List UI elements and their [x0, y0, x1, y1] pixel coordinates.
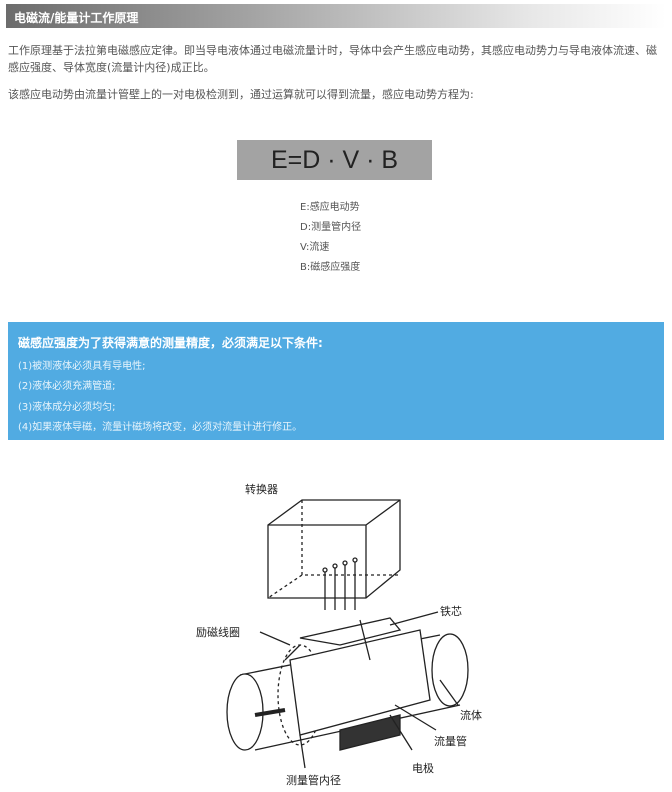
label-coil: 励磁线圈 [196, 626, 240, 639]
converter-box [267, 499, 401, 599]
section-title: 电磁流/能量计工作原理 [14, 11, 139, 25]
label-leader-lines [259, 611, 459, 769]
label-fluid: 流体 [460, 709, 482, 722]
label-tube: 流量管 [434, 735, 467, 748]
flow-arrow [254, 708, 286, 717]
pipe [226, 617, 469, 751]
label-diameter: 测量管内径 [286, 774, 341, 787]
condition-item: (1)被测液体必须具有导电性; [18, 361, 146, 372]
legend-v: V:流速 [300, 242, 330, 253]
condition-item: (4)如果液体导磁，流量计磁场将改变，必须对流量计进行修正。 [18, 422, 303, 433]
section-header: 电磁流/能量计工作原理 [6, 4, 666, 28]
legend-e: E:感应电动势 [300, 202, 360, 213]
legend-b: B:磁感应强度 [300, 262, 361, 273]
flowmeter-diagram [226, 499, 469, 769]
intro-paragraph-2: 该感应电动势由流量计管壁上的一对电极检测到，通过运算就可以得到流量，感应电动势方… [8, 88, 474, 101]
signal-wires [322, 557, 358, 610]
label-core: 铁芯 [440, 605, 462, 618]
conditions-box: 磁感应强度为了获得满意的测量精度，必须满足以下条件: (1)被测液体必须具有导电… [8, 322, 664, 440]
condition-item: (2)液体必须充满管道; [18, 381, 116, 392]
conditions-title: 磁感应强度为了获得满意的测量精度，必须满足以下条件: [18, 336, 323, 350]
intro-paragraph-1: 工作原理基于法拉第电磁感应定律。即当导电液体通过电磁流量计时，导体中会产生感应电… [8, 44, 657, 74]
label-electrode: 电极 [412, 762, 434, 775]
label-converter: 转换器 [245, 483, 278, 496]
legend-d: D:测量管内径 [300, 222, 362, 233]
condition-item: (3)液体成分必须均匀; [18, 402, 116, 413]
formula-box: E=D · V · B [237, 140, 432, 180]
